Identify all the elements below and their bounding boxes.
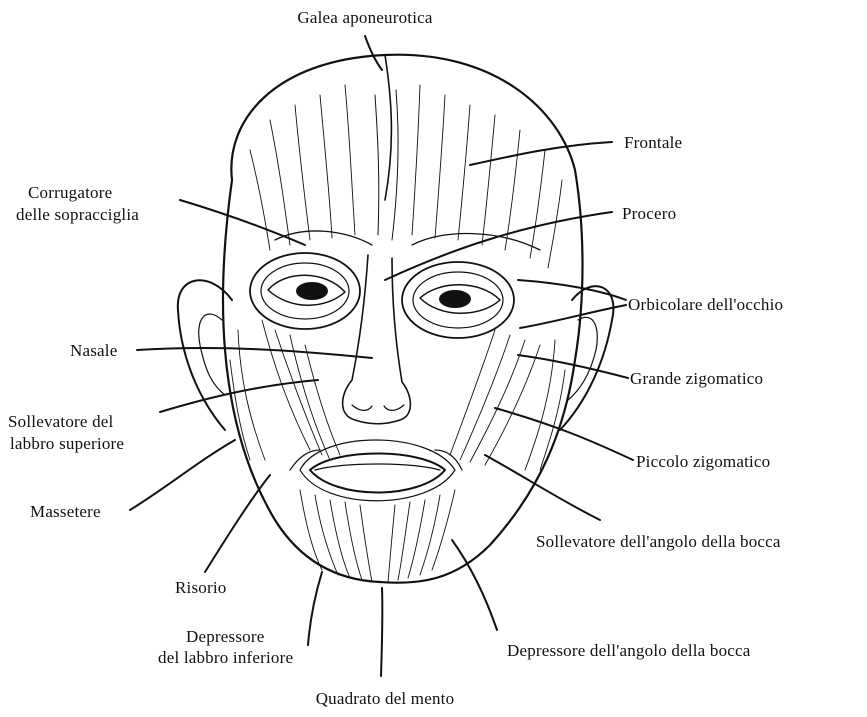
label-galea-aponeurotica: Galea aponeurotica — [260, 8, 470, 27]
label-procero: Procero — [622, 204, 676, 223]
label-depressore-labbro-line1: Depressore — [186, 627, 264, 646]
label-corrugatore-line1: Corrugatore — [28, 183, 112, 202]
label-sollevatore-labbro-line2: labbro superiore — [10, 434, 124, 453]
label-quadrato-mento: Quadrato del mento — [270, 689, 500, 708]
label-corrugatore-line2: delle sopracciglia — [16, 205, 139, 224]
label-grande-zigomatico: Grande zigomatico — [630, 369, 763, 388]
label-depressore-angolo-bocca: Depressore dell'angolo della bocca — [507, 641, 751, 660]
label-depressore-labbro-line2: del labbro inferiore — [158, 648, 293, 667]
label-sollevatore-labbro-line1: Sollevatore del — [8, 412, 113, 431]
label-orbicolare-occhio: Orbicolare dell'occhio — [628, 295, 783, 314]
head-outline — [223, 55, 583, 583]
label-piccolo-zigomatico: Piccolo zigomatico — [636, 452, 770, 471]
right-ear — [560, 286, 613, 430]
label-frontale: Frontale — [624, 133, 682, 152]
label-nasale: Nasale — [70, 341, 117, 360]
label-massetere: Massetere — [30, 502, 101, 521]
label-sollevatore-angolo-bocca: Sollevatore dell'angolo della bocca — [536, 532, 781, 551]
label-risorio: Risorio — [175, 578, 226, 597]
